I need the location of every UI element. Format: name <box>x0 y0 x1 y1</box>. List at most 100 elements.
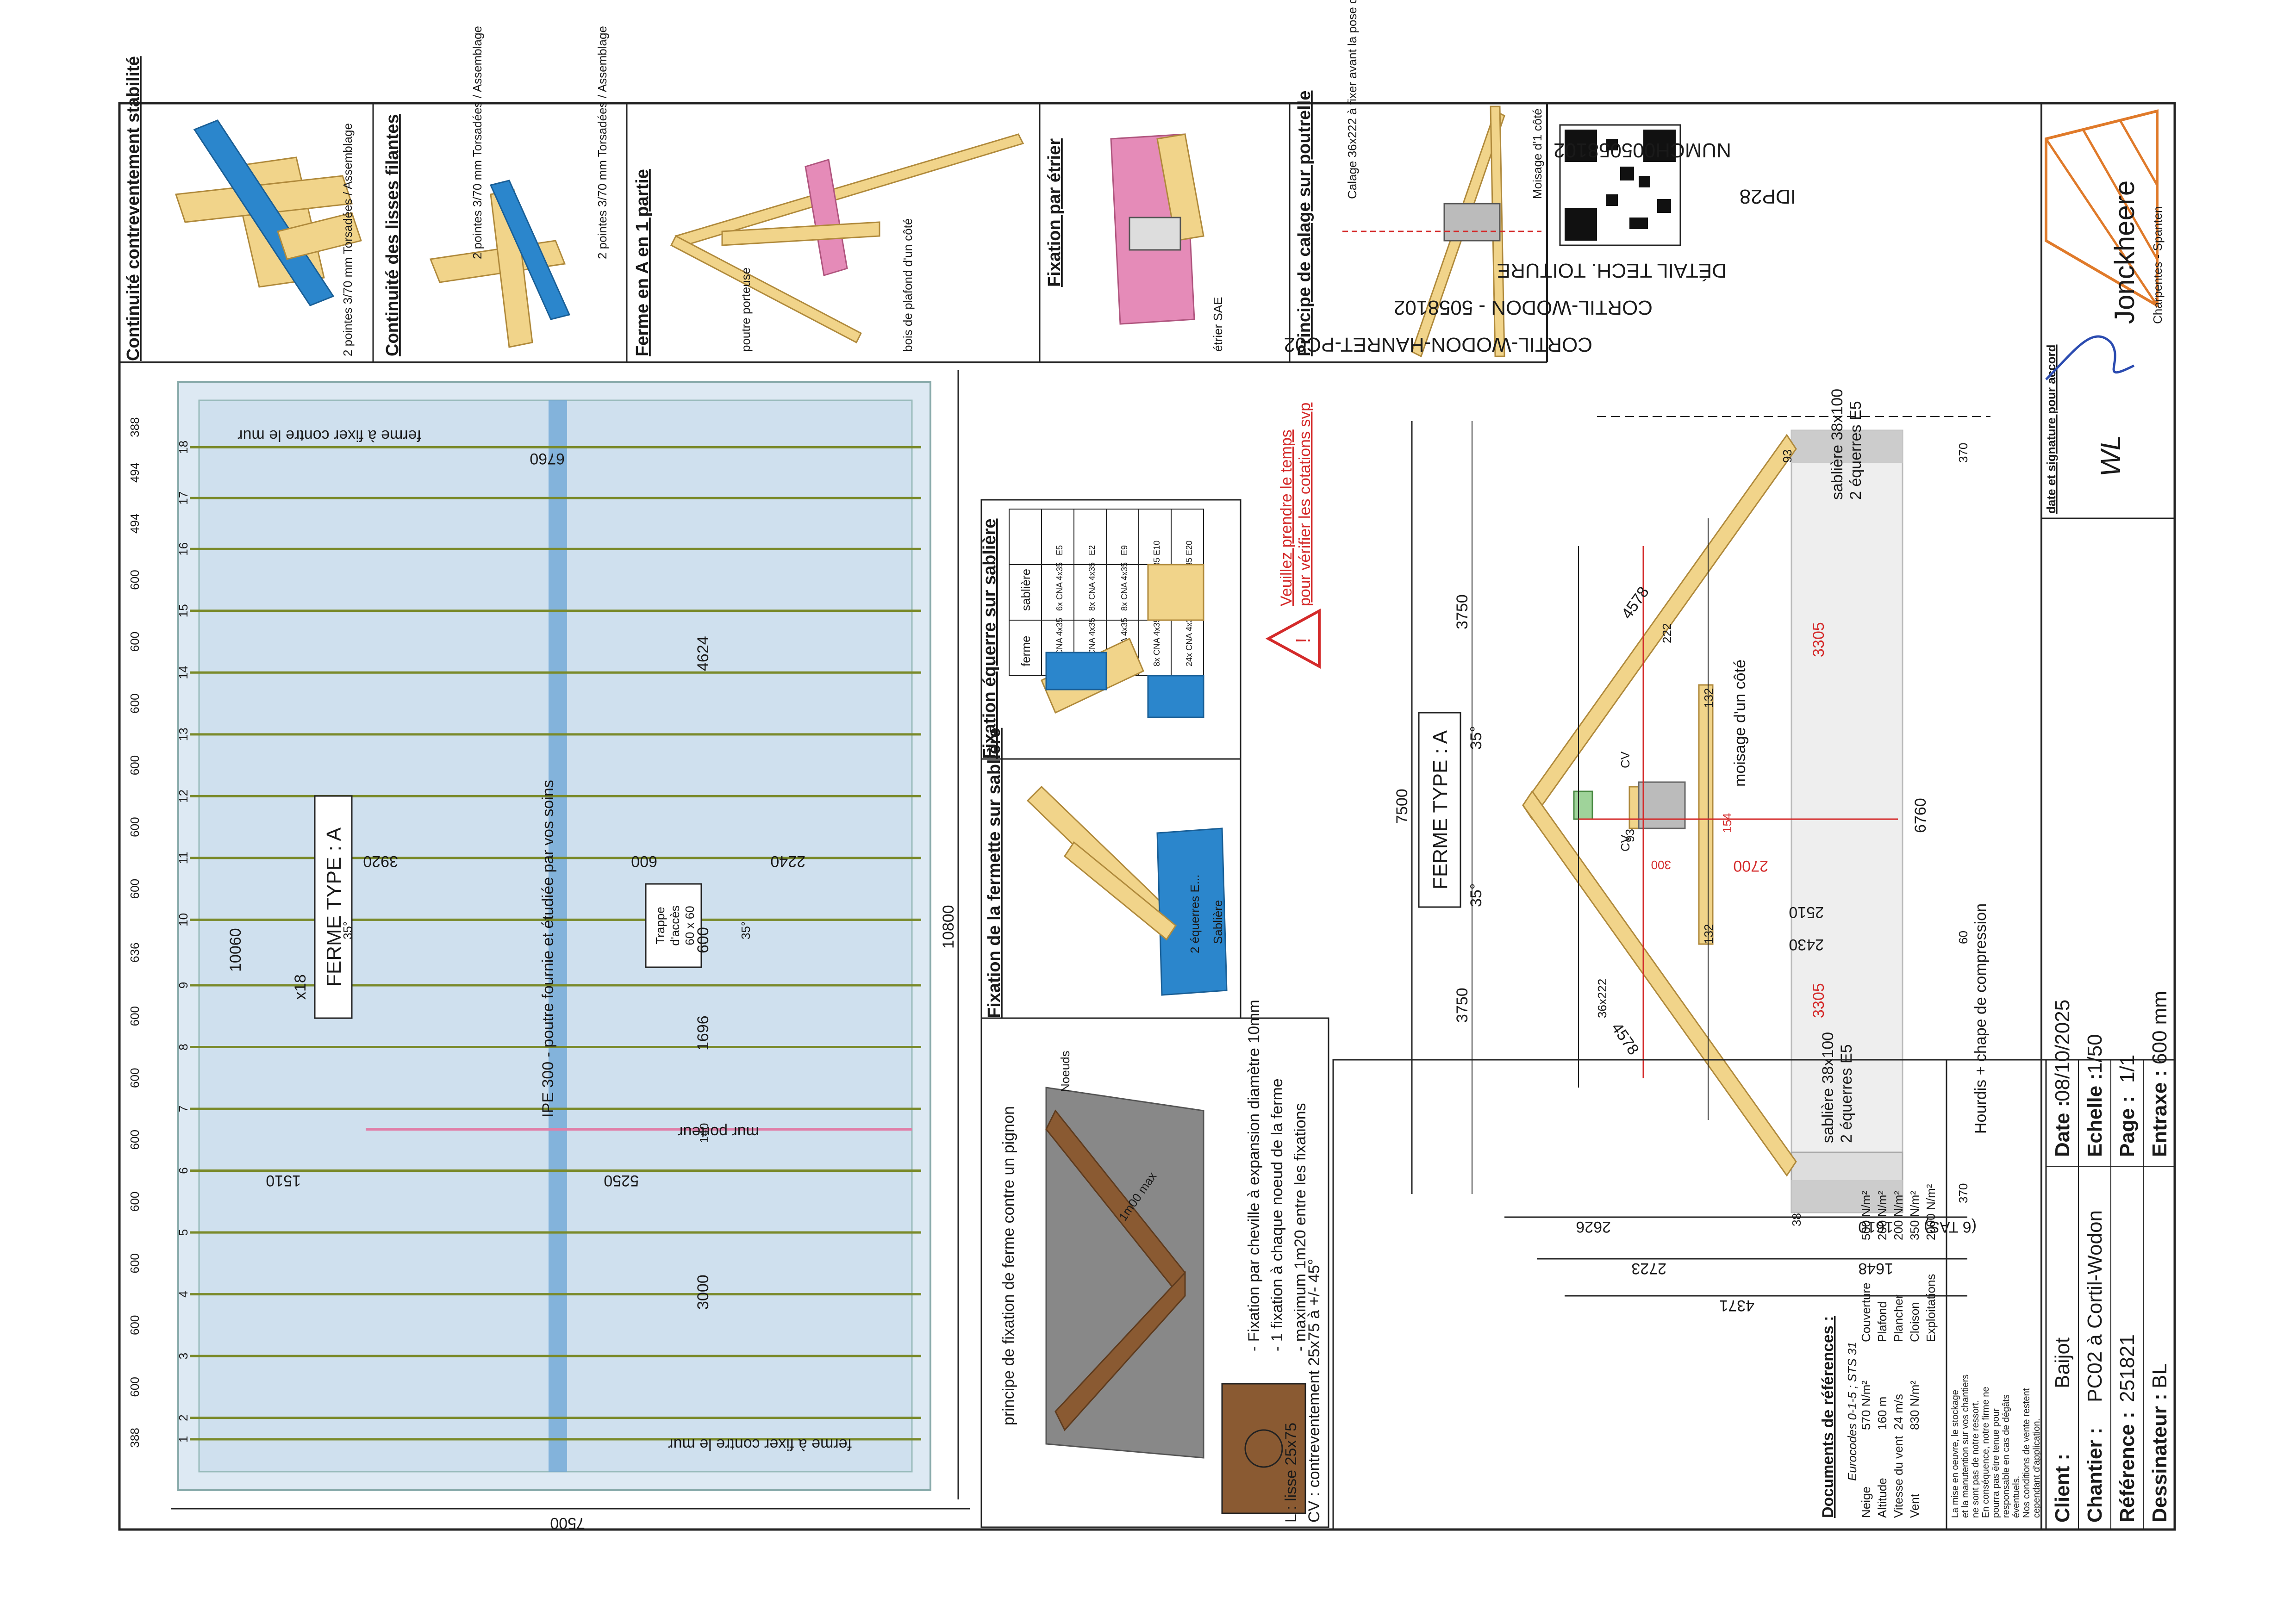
pignon-title: principe de fixation de ferme contre un … <box>1000 1106 1017 1425</box>
detail-5-note-b: Moisage d'1 côté <box>1530 108 1544 199</box>
signature-box: date et signature pour accord WL <box>2041 335 2175 519</box>
height-dim-2: 3305 <box>1810 983 1828 1018</box>
company-logo: Jonckheere Charpentes - Spanten <box>2045 109 2165 324</box>
height-dim-1: 3305 <box>1810 622 1828 657</box>
ridge-beam-label: IPE 300 - poutre fournie et étudiée par … <box>539 780 557 1118</box>
load-wall-label: mur porteur <box>678 1123 759 1141</box>
client-label: Client : <box>2051 1454 2074 1523</box>
truss-number: 2 <box>176 1414 190 1421</box>
dim-6760: 6760 <box>530 450 565 467</box>
section-angle-left: 35° <box>1467 883 1485 907</box>
detail-4-note: étrier SAE <box>1211 297 1225 352</box>
dessinateur-label: Dessinateur : <box>2148 1393 2171 1523</box>
fix-table-cell: 8x CNA 4x35 <box>1087 562 1097 611</box>
load-4-val: 350 N/m² <box>1908 1191 1922 1240</box>
fix-table-cell: 24x CNA 4x35 <box>1185 613 1194 666</box>
param-3-val: 24 m/s <box>1891 1394 1905 1430</box>
load-3-val: 200 N/m² <box>1891 1191 1905 1240</box>
sheet-border <box>118 102 2176 1531</box>
fermette-title: Fixation de la fermette sur sablière <box>985 728 1004 1018</box>
disclaimer-line: éventuels. <box>2011 1476 2021 1518</box>
truss-number: 11 <box>176 852 190 864</box>
param-4-val: 830 N/m² <box>1908 1380 1922 1430</box>
disclaimer-line: cependant d'application. <box>2032 1418 2042 1518</box>
signature-initials: WL <box>2095 435 2126 477</box>
member-size-2: 222 <box>1660 623 1674 643</box>
detail-3-title: Ferme en A en 1 partie <box>633 169 652 356</box>
disclaimer-line: responsable en cas de dégâts <box>2001 1394 2011 1518</box>
plate-note-left-1: sablière 38x100 <box>1819 1032 1837 1143</box>
dim-1696: 1696 <box>694 1015 712 1051</box>
legend-l: L : lisse 25x75 <box>1282 1423 1300 1523</box>
wall-note-bottom: ferme à fixer contre le mur <box>668 1436 852 1453</box>
cv-label-2: CV <box>1618 834 1632 852</box>
member-size-1: 36x222 <box>1595 979 1609 1018</box>
plate-note-right-1: sablière 38x100 <box>1828 389 1846 500</box>
fix-table-cell: E5 <box>1055 545 1064 555</box>
floor-label: Hourdis + chape de compression <box>1972 903 1990 1134</box>
plate-note-right-2: 2 équerres E5 <box>1847 401 1865 500</box>
param-1-val: 570 N/m² <box>1859 1380 1873 1430</box>
detail-5-title: Principe de calage sur poutrelle <box>1295 91 1314 356</box>
spacing-label: 600 <box>128 1315 142 1335</box>
detail-1-title: Continuité contreventement stabilité <box>124 56 143 361</box>
member-size-3: 132 <box>1702 688 1716 708</box>
truss-number: 18 <box>176 441 190 454</box>
idp: IDP28 <box>1740 185 1796 208</box>
trap-line-2: d'accès <box>668 905 682 945</box>
detail-3-note-b: bois de plafond d'un côté <box>901 218 915 352</box>
chantier-label: Chantier : <box>2084 1428 2106 1523</box>
fermette-label-b: Sablière <box>1211 900 1225 944</box>
reference-documents: Documents de références : Eurocodes 0-1-… <box>1332 1059 2047 1530</box>
refdocs-norm: Eurocodes 0-1-5 ; STS 31 <box>1845 1342 1859 1481</box>
detail-4-title: Fixation par étrier <box>1045 138 1064 287</box>
collar-dim-6: 60 <box>1956 931 1970 944</box>
spacing-label: 600 <box>128 693 142 713</box>
truss-section: FERME TYPE : A 7500 3750 3750 35° 35° 45… <box>1393 389 1990 1314</box>
reference-value: 251821 <box>2116 1334 2139 1402</box>
load-4: Cloison <box>1908 1302 1922 1342</box>
spacing-label: 388 <box>128 417 142 437</box>
client-value: Baijot <box>2051 1337 2074 1388</box>
fermette-label-a: 2 équerres E... <box>1188 874 1202 953</box>
logo-name: Jonckheere <box>2109 180 2140 324</box>
doc-title: DÉTAIL TECH. TOITURE <box>1497 259 1727 282</box>
spacing-label: 600 <box>128 817 142 837</box>
pignon-bullet-3: - maximum 1m20 entre les fixations <box>1292 1103 1309 1351</box>
load-1-val: 500 N/m² <box>1859 1191 1873 1240</box>
fix-table-panel: Fixation équerre sur sablière sablièrefe… <box>980 499 1242 760</box>
spacing-label: 600 <box>128 1192 142 1212</box>
plan-overall-length: 10800 <box>940 905 957 949</box>
truss-number: 3 <box>176 1353 190 1359</box>
dim-2240: 2240 <box>770 852 805 870</box>
bottom-dim-1: 2626 <box>1576 1218 1611 1236</box>
spacing-label: 600 <box>128 879 142 899</box>
fix-table-cell: 8x CNA 4x35 <box>1152 618 1161 666</box>
truss-number: 15 <box>176 604 190 617</box>
dim-3920: 3920 <box>363 852 398 870</box>
truss-number: 9 <box>176 982 190 989</box>
pignon-bullet-1: - Fixation par cheville à expansion diam… <box>1245 1000 1263 1351</box>
dim-140: 140 <box>697 1123 711 1143</box>
collar-dim-4: 2430 <box>1789 936 1824 953</box>
plan-inner-length: 10060 <box>227 928 244 972</box>
trap-line-3: 60 x 60 <box>683 906 697 945</box>
load-2: Plafond <box>1875 1301 1889 1342</box>
load-1: Couverture <box>1859 1282 1873 1342</box>
ref-code: NUMCH005058102 <box>1554 139 1731 162</box>
spacing-label: 600 <box>128 755 142 775</box>
spacing-label: 636 <box>128 942 142 962</box>
param-4: Vent <box>1908 1493 1922 1518</box>
height-dim-4: 370 <box>1956 443 1970 463</box>
chantier-value: PC02 à Cortil-Wodon <box>2084 1210 2106 1402</box>
member-size-7: 38 <box>1790 1213 1803 1226</box>
entraxe-label: Entraxe : <box>2148 1070 2171 1157</box>
dim-5250: 5250 <box>604 1172 639 1189</box>
detail-contreventement: Continuité contreventement stabilité 2 p… <box>124 56 362 361</box>
load-2-val: 200 N/m² <box>1875 1191 1889 1240</box>
fix-table-title: Fixation équerre sur sablière <box>980 518 999 759</box>
dim-1510: 1510 <box>266 1172 301 1189</box>
